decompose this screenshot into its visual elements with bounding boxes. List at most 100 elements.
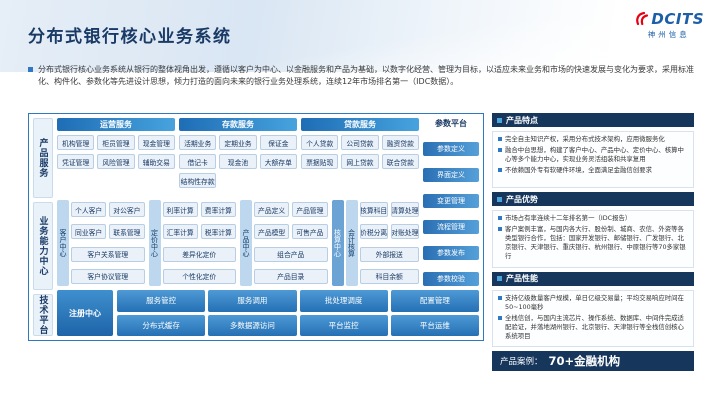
diagram-box: 多数据源访问 — [208, 314, 297, 336]
right-sidebar: 产品特点完全自主知识产权，采用分布式技术架构，应用微服务化融合中台思想，构建了客… — [492, 113, 694, 371]
service-group-header: 存款服务 — [179, 118, 297, 131]
product-cases-bar: 产品案例：70+金融机构 — [492, 350, 694, 371]
box-row: 利率计算费率计算 — [162, 202, 236, 217]
box-row: 产品模型可售产品 — [254, 224, 328, 240]
diagram-box: 产品管理 — [292, 202, 328, 217]
box-row: 服务管控服务调用批处理调度配置管理 — [117, 290, 479, 312]
bullet-icon — [498, 137, 502, 141]
param-platform-title: 参数平台 — [435, 119, 467, 128]
box-row: 活期业务定期业务保证金 — [179, 135, 297, 150]
diagram-box: 柜员管理 — [97, 135, 135, 150]
intro-text: 分布式银行核心业务系统从银行的整体视角出发，遵循以客户为中心、以金融服务和产品为… — [38, 65, 694, 87]
bullet-icon — [498, 295, 502, 300]
box-row: 结构性存款 — [179, 173, 297, 188]
capability-grid: 利率计算费率计算汇率计算税率计算差异化定价个性化定价 — [162, 200, 236, 286]
bullet-icon — [498, 167, 502, 172]
rail-label-1: 业务能力中心 — [33, 202, 53, 290]
sidebar-section-title: 产品性能 — [506, 274, 538, 284]
diagram-box: 平台运维 — [390, 314, 479, 336]
product-services-row: 运营服务机构管理柜员管理现金管理凭证管理风险管理辅助交易存款服务活期业务定期业务… — [57, 118, 419, 196]
diagram-box: 同业客户 — [71, 224, 107, 240]
diagram-box: 客户协议管理 — [71, 268, 145, 284]
capability-label: 产品中心 — [240, 200, 252, 286]
diagram-box: 对账处理 — [390, 224, 419, 240]
capability-label: 会计核算 — [345, 200, 358, 286]
bullet-icon — [498, 227, 502, 232]
rail-label-2: 技术平台 — [33, 294, 53, 336]
capability-label: 客户中心 — [57, 200, 69, 286]
diagram-box: 票据贴现 — [301, 154, 339, 169]
capability-grid: 产品定义产品管理产品模型可售产品组合产品产品目录 — [254, 200, 328, 286]
parameter-platform-column: 参数平台参数定义界面定义变更管理流程管理参数发布参数校验 — [423, 118, 479, 286]
sidebar-bullet: 全栈信创，与国内主流芯片、操作系统、数据库、中间件完成适配验证，并落地湖州银行、… — [498, 314, 688, 341]
param-box: 流程管理 — [423, 220, 479, 234]
diagram-box: 活期业务 — [179, 135, 217, 150]
diagram-box: 对公客户 — [109, 202, 145, 217]
sidebar-section-body: 市场占有率连续十二年排名第一（IDC报告）客户案例丰富，与国内各大行、股份制、城… — [492, 210, 694, 268]
square-icon — [497, 196, 502, 202]
diagram-box: 个人贷款 — [301, 135, 339, 150]
diagram-box: 利率计算 — [162, 202, 198, 217]
header-gradient-band — [0, 0, 720, 72]
diagram-box: 汇率计算 — [162, 224, 198, 240]
sidebar-section-header: 产品特点 — [492, 113, 694, 127]
capability-group: 产品中心产品定义产品管理产品模型可售产品组合产品产品目录 — [240, 200, 328, 286]
capability-grid: 核算科目清算处理价税分离对账处理外部报送科目余额 — [359, 200, 419, 286]
capability-group: 客户中心个人客户对公客户同业客户联系管理客户关系管理客户协议管理 — [57, 200, 145, 286]
diagram-box: 大额存单 — [259, 154, 297, 169]
sidebar-bullet: 融合中台思想，构建了客户中心、产品中心、定价中心、核算中心等多个能力中心，实现业… — [498, 146, 688, 164]
sidebar-bullet: 支持亿级数量客户规模，单日亿级交易量；平均交易响应时间在50~100毫秒 — [498, 294, 688, 312]
page-title: 分布式银行核心业务系统 — [28, 27, 232, 47]
capability-centers-row: 客户中心个人客户对公客户同业客户联系管理客户关系管理客户协议管理定价中心利率计算… — [57, 200, 419, 286]
diagram-upper-left: 运营服务机构管理柜员管理现金管理凭证管理风险管理辅助交易存款服务活期业务定期业务… — [57, 118, 419, 286]
sidebar-section-title: 产品优势 — [506, 194, 538, 204]
diagram-box: 联系管理 — [109, 224, 145, 240]
diagram-box: 分布式缓存 — [117, 314, 206, 336]
bullet-icon — [498, 315, 502, 320]
box-row: 汇率计算税率计算 — [162, 224, 236, 240]
box-row: 产品定义产品管理 — [254, 202, 328, 217]
diagram-box: 可售产品 — [292, 224, 328, 240]
param-box: 参数校验 — [423, 272, 479, 286]
service-group-header: 运营服务 — [57, 118, 175, 131]
box-row: 差异化定价 — [162, 246, 236, 262]
bullet-square-icon — [28, 67, 33, 72]
diagram-box: 外部报送 — [359, 246, 419, 262]
cases-label: 产品案例： — [500, 356, 543, 367]
diagram-box: 现金池 — [219, 154, 257, 169]
bullet-text: 支持亿级数量客户规模，单日亿级交易量；平均交易响应时间在50~100毫秒 — [505, 293, 684, 311]
diagram-left-rail: 产品服务业务能力中心技术平台 — [33, 118, 53, 336]
box-row: 产品目录 — [254, 268, 328, 284]
service-group: 运营服务机构管理柜员管理现金管理凭证管理风险管理辅助交易 — [57, 118, 175, 196]
box-row: 分布式缓存多数据源访问平台监控平台运维 — [117, 314, 479, 336]
capability-grid: 个人客户对公客户同业客户联系管理客户关系管理客户协议管理 — [71, 200, 145, 286]
diagram-box: 清算处理 — [390, 202, 419, 217]
diagram-box: 批处理调度 — [299, 290, 388, 312]
sidebar-section-header: 产品性能 — [492, 271, 694, 286]
service-group: 存款服务活期业务定期业务保证金借记卡现金池大额存单结构性存款 — [179, 118, 297, 196]
diagram-box: 价税分离 — [359, 224, 388, 240]
architecture-diagram: 产品服务业务能力中心技术平台 运营服务机构管理柜员管理现金管理凭证管理风险管理辅… — [28, 113, 484, 341]
diagram-box: 个性化定价 — [162, 268, 236, 284]
bullet-icon — [498, 147, 502, 152]
diagram-box: 平台监控 — [299, 314, 388, 336]
logo-text: DCITS — [651, 10, 704, 28]
sidebar-section-body: 支持亿级数量客户规模，单日亿级交易量；平均交易响应时间在50~100毫秒全栈信创… — [492, 289, 694, 347]
box-row: 个人客户对公客户 — [71, 202, 145, 217]
diagram-box: 定期业务 — [219, 135, 257, 150]
square-icon — [497, 276, 502, 282]
diagram-box: 凭证管理 — [57, 154, 95, 169]
diagram-box: 组合产品 — [254, 246, 328, 262]
box-row: 机构管理柜员管理现金管理 — [57, 135, 175, 150]
bullet-text: 全栈信创，与国内主流芯片、操作系统、数据库、中间件完成适配验证，并落地湖州银行、… — [505, 313, 684, 340]
box-row: 票据贴现网上贷款联合贷款 — [301, 154, 419, 169]
diagram-box: 产品模型 — [254, 224, 290, 240]
diagram-box: 借记卡 — [179, 154, 217, 169]
param-box: 参数定义 — [423, 142, 479, 156]
logo-swoosh-icon — [636, 11, 649, 26]
param-box: 变更管理 — [423, 194, 479, 208]
diagram-box: 个人客户 — [71, 202, 107, 217]
box-row: 科目余额 — [359, 268, 419, 284]
diagram-box: 服务管控 — [117, 290, 206, 312]
